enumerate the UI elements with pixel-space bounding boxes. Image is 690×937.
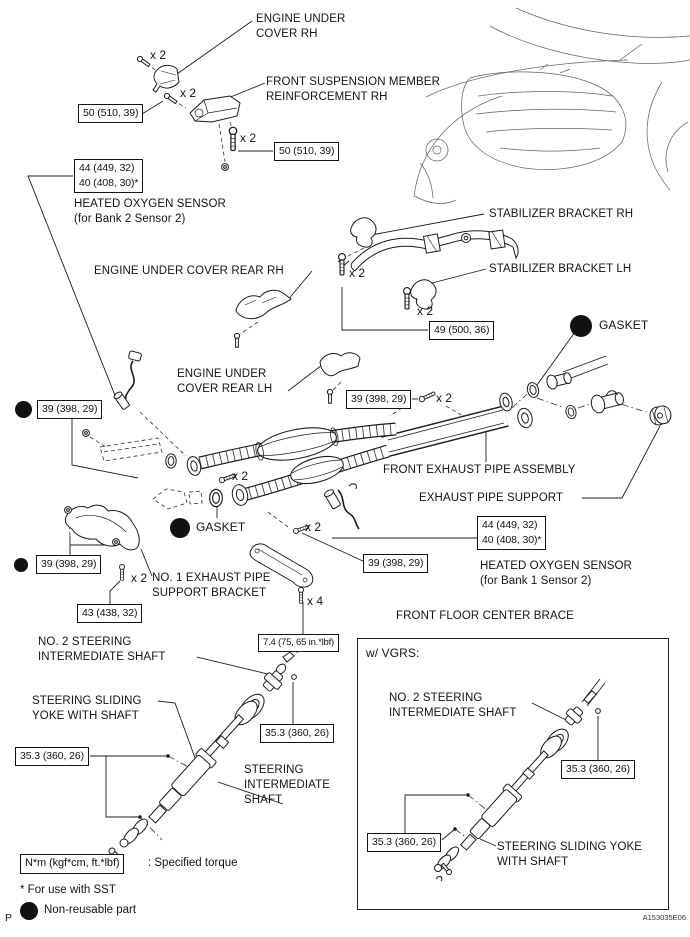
label-inset-steering-sliding-yoke: STEERING SLIDING YOKE WITH SHAFT bbox=[497, 841, 643, 868]
label-heated-oxygen-sensor-bank1: HEATED OXYGEN SENSOR (for Bank 1 Sensor … bbox=[480, 560, 632, 587]
label-steering-intermediate-shaft: STEERING INTERMEDIATE SHAFT bbox=[244, 764, 330, 806]
label-front-suspension-member: FRONT SUSPENSION MEMBER REINFORCEMENT RH bbox=[266, 76, 440, 103]
engine-under-cover-rear-rh-part bbox=[235, 289, 292, 320]
label-no1-exhaust-pipe-support-bracket: NO. 1 EXHAUST PIPE SUPPORT BRACKET bbox=[152, 572, 271, 599]
leader-end-dots bbox=[138, 754, 470, 831]
front-floor-center-brace-part bbox=[249, 543, 314, 588]
label-exhaust-pipe-support: EXHAUST PIPE SUPPORT bbox=[419, 492, 564, 504]
label-front-floor-center-brace: FRONT FLOOR CENTER BRACE bbox=[396, 610, 574, 622]
label-front-exhaust-pipe-assembly: FRONT EXHAUST PIPE ASSEMBLY bbox=[383, 464, 576, 476]
label-no2-steering-shaft: NO. 2 STEERING INTERMEDIATE SHAFT bbox=[38, 636, 166, 663]
qty-marker-x2: x 2 bbox=[180, 86, 197, 100]
torque-box-74: 7.4 (75, 65 in.*lbf) bbox=[258, 634, 339, 652]
label-engine-under-cover-rear-rh: ENGINE UNDER COVER REAR RH bbox=[94, 265, 284, 277]
torque-box-44-40-bank1: 44 (449, 32) 40 (408, 30)* bbox=[477, 516, 547, 551]
front-suspension-reinforcement-part bbox=[189, 95, 241, 123]
label-gasket-upper: GASKET bbox=[599, 318, 649, 332]
label-stabilizer-bracket-lh: STABILIZER BRACKET LH bbox=[489, 263, 632, 275]
non-reusable-dot bbox=[14, 558, 28, 572]
label-steering-sliding-yoke: STEERING SLIDING YOKE WITH SHAFT bbox=[32, 695, 142, 722]
torque-box-353-inset-right: 35.3 (360, 26) bbox=[561, 760, 635, 780]
steering-shaft-main-part bbox=[100, 647, 298, 861]
steering-shaft-inset-part bbox=[434, 678, 606, 882]
exhaust-pipe-tail-stubs bbox=[546, 355, 672, 426]
torque-box-39-left-upper: 39 (398, 29) bbox=[37, 400, 103, 420]
engine-under-cover-rh-part bbox=[152, 64, 180, 93]
stabilizer-bracket-lh-part bbox=[410, 279, 437, 310]
qty-marker-x2: x 2 bbox=[131, 571, 148, 585]
label-heated-oxygen-sensor-bank2: HEATED OXYGEN SENSOR (for Bank 2 Sensor … bbox=[74, 198, 226, 225]
front-exhaust-pipe-assembly-part bbox=[186, 392, 533, 506]
stabilizer-bracket-rh-part bbox=[350, 217, 377, 248]
legend-sst-note: * For use with SST bbox=[20, 884, 116, 896]
qty-marker-x2: x 2 bbox=[436, 391, 453, 405]
page-marker: P bbox=[5, 912, 13, 924]
torque-box-39-left-lower: 39 (398, 29) bbox=[36, 555, 102, 575]
torque-box-39-mid: 39 (398, 29) bbox=[346, 390, 412, 410]
engine-under-cover-rear-lh-part bbox=[319, 352, 361, 377]
figure-id: A153035E06 bbox=[642, 913, 686, 922]
oxygen-sensor-bank2-part bbox=[113, 350, 142, 410]
qty-marker-x2: x 2 bbox=[240, 131, 257, 145]
qty-marker-x2: x 2 bbox=[232, 469, 249, 483]
label-engine-under-cover-rh: ENGINE UNDER COVER RH bbox=[256, 13, 346, 40]
legend-non-reusable: Non-reusable part bbox=[44, 904, 137, 916]
label-gasket-lower: GASKET bbox=[196, 520, 246, 534]
stabilizer-bar-part bbox=[337, 229, 519, 272]
torque-box-50-lower: 50 (510, 39) bbox=[274, 142, 340, 162]
engine-bay-sketch bbox=[413, 7, 690, 204]
exhaust-pipe-support-part bbox=[649, 405, 672, 426]
label-engine-under-cover-rear-lh: ENGINE UNDER COVER REAR LH bbox=[177, 368, 273, 395]
qty-marker-x2: x 2 bbox=[349, 266, 366, 280]
label-inset-no2-steering-shaft: NO. 2 STEERING INTERMEDIATE SHAFT bbox=[389, 692, 517, 719]
torque-box-44-40-bank2: 44 (449, 32) 40 (408, 30)* bbox=[74, 159, 144, 194]
qty-marker-x2: x 2 bbox=[417, 304, 434, 318]
ghost-alignment-parts bbox=[99, 437, 203, 510]
qty-marker-x2: x 2 bbox=[305, 520, 322, 534]
torque-box-50-upper: 50 (510, 39) bbox=[78, 104, 144, 124]
non-reusable-dot bbox=[170, 518, 190, 538]
no1-exhaust-pipe-support-bracket-part bbox=[64, 504, 140, 551]
oxygen-sensor-bank1-part bbox=[323, 483, 360, 530]
non-reusable-dot bbox=[570, 315, 592, 337]
qty-marker-x4: x 4 bbox=[307, 594, 324, 608]
torque-box-39-right-mid: 39 (398, 29) bbox=[363, 554, 429, 574]
non-reusable-dot bbox=[15, 401, 32, 418]
vgrs-inset-title: w/ VGRS: bbox=[366, 646, 420, 660]
legend-torque-unit-box: N*m (kgf*cm, ft.*lbf) bbox=[20, 854, 125, 874]
vgrs-inset-frame bbox=[357, 638, 669, 910]
non-reusable-dot bbox=[20, 902, 38, 920]
torque-box-43: 43 (438, 32) bbox=[77, 604, 143, 624]
fasteners bbox=[64, 54, 601, 714]
torque-box-353-left: 35.3 (360, 26) bbox=[15, 747, 89, 767]
torque-box-49: 49 (500, 36) bbox=[429, 321, 495, 341]
legend-torque-label: : Specified torque bbox=[148, 857, 238, 869]
label-stabilizer-bracket-rh: STABILIZER BRACKET RH bbox=[489, 208, 634, 220]
leader-lines bbox=[27, 20, 661, 847]
torque-box-353-right: 35.3 (360, 26) bbox=[260, 724, 334, 744]
torque-box-353-inset-left: 35.3 (360, 26) bbox=[367, 833, 441, 853]
qty-marker-x2: x 2 bbox=[150, 48, 167, 62]
